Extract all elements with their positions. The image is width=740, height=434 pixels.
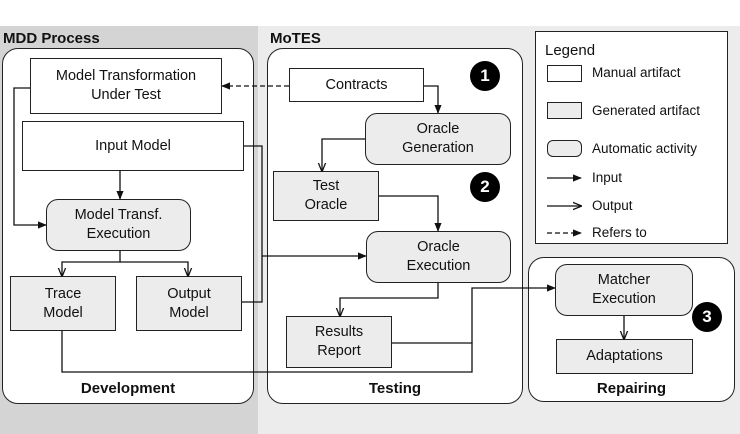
legend-input-label: Input (592, 170, 623, 185)
development-label: Development (80, 380, 176, 397)
contracts-node: Contracts (289, 68, 424, 102)
adaptations-node: Adaptations (556, 339, 693, 374)
legend-generated-label: Generated artifact (592, 103, 701, 118)
model-transformation-under-test-node: Model Transformation Under Test (30, 58, 222, 114)
legend-generated-swatch (547, 102, 582, 119)
motes-title: MoTES (270, 30, 321, 47)
legend-refers-label: Refers to (592, 225, 647, 240)
legend-output-label: Output (592, 198, 633, 213)
legend-manual-label: Manual artifact (592, 65, 681, 80)
mt-to-execution-edge (13, 87, 47, 229)
trace-to-matcher-edge (61, 331, 473, 373)
mdd-process-title: MDD Process (3, 30, 100, 47)
input-to-oracle-execution-edge (244, 145, 367, 260)
step-2-badge: 2 (470, 172, 500, 202)
contracts-to-generation-edge (424, 85, 442, 114)
testing-label: Testing (368, 380, 422, 397)
output-to-oracle-execution-edge (242, 256, 263, 303)
step-1-badge: 1 (470, 61, 500, 91)
step-3-badge: 3 (692, 302, 722, 332)
matcher-execution-node: Matcher Execution (555, 264, 693, 316)
legend-manual-swatch (547, 65, 582, 82)
generation-to-test-oracle-edge (322, 138, 365, 171)
test-oracle-to-execution-edge (379, 195, 442, 232)
oracle-execution-node: Oracle Execution (366, 231, 511, 283)
legend-activity-label: Automatic activity (592, 141, 698, 156)
model-transf-execution-node: Model Transf. Execution (46, 199, 191, 251)
legend-activity-swatch (547, 140, 582, 157)
execution-to-output-edge (120, 261, 188, 276)
report-to-matcher-edge (392, 284, 556, 344)
results-report-node: Results Report (286, 316, 392, 368)
output-model-node: Output Model (136, 276, 242, 331)
execution-to-trace-edge (62, 251, 121, 276)
legend-title: Legend (545, 42, 596, 59)
execution-to-report-edge (340, 283, 439, 316)
repairing-label: Repairing (596, 380, 667, 397)
input-model-node: Input Model (22, 121, 244, 171)
oracle-generation-node: Oracle Generation (365, 113, 511, 165)
